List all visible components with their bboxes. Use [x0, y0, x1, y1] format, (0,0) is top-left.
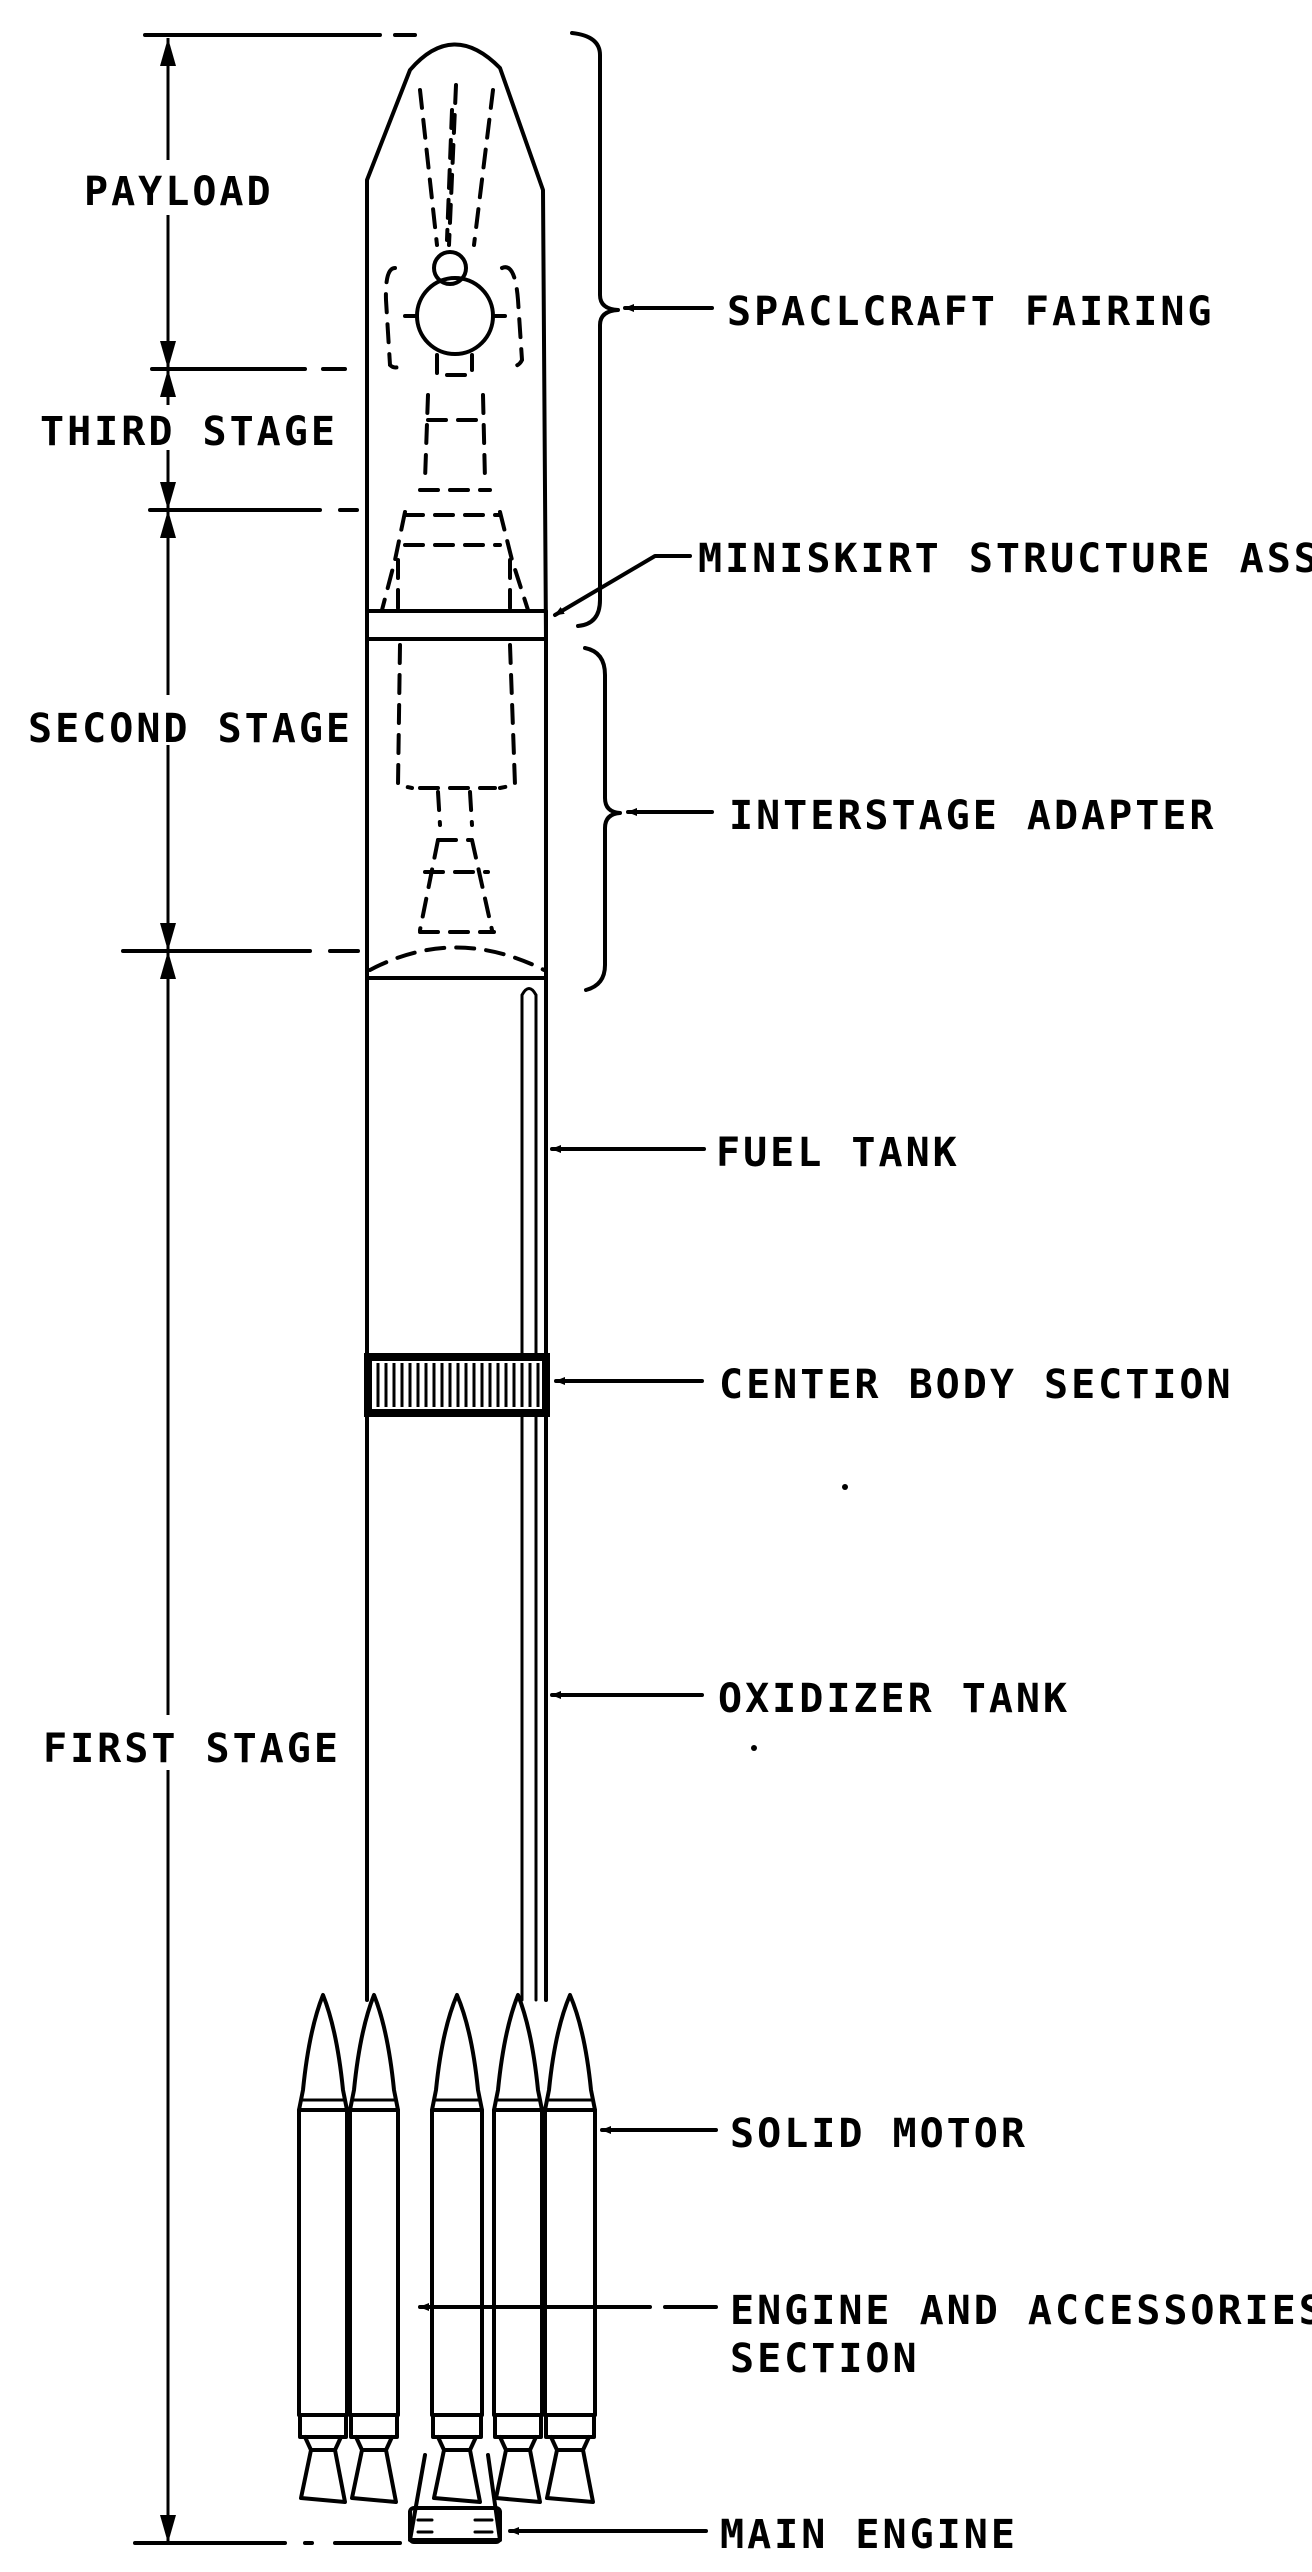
engine-accessories-label-line2: SECTION — [730, 2336, 920, 2382]
first-stage-label: FIRST STAGE — [43, 1726, 341, 1772]
callout-arrows — [420, 304, 718, 2535]
stage-dimension-line — [121, 33, 417, 2545]
main-engine — [408, 2453, 502, 2544]
dimension-arrow — [160, 510, 176, 538]
solid-motors — [297, 1993, 597, 2504]
spacecraft-fairing — [365, 42, 548, 642]
solid-motor — [348, 1993, 400, 2504]
dimension-arrow — [160, 369, 176, 397]
solid-motor — [492, 1993, 544, 2504]
fairing-brace — [570, 31, 620, 628]
dimension-arrow — [160, 2515, 176, 2543]
oxidizer-tank-label: OXIDIZER TANK — [718, 1676, 1070, 1722]
first-stage-body — [365, 976, 548, 2002]
interstage-adapter-label: INTERSTAGE ADAPTER — [729, 793, 1216, 839]
interstage-brace — [583, 646, 622, 992]
solid-motor-label: SOLID MOTOR — [730, 2111, 1028, 2157]
scan-speck — [842, 1484, 848, 1490]
dimension-arrow — [160, 341, 176, 369]
third-stage-label: THIRD STAGE — [40, 409, 338, 455]
solid-motor — [543, 1993, 597, 2504]
main-engine-label: MAIN ENGINE — [720, 2512, 1018, 2558]
miniskirt-structure — [365, 609, 548, 641]
scan-speck — [751, 1745, 757, 1751]
spacecraft-fairing-label: SPACLCRAFT FAIRING — [727, 289, 1214, 335]
center-body-section-label: CENTER BODY SECTION — [719, 1362, 1234, 1408]
solid-motor — [297, 1993, 349, 2504]
second-stage-label: SECOND STAGE — [28, 706, 353, 752]
second-stage-section — [365, 637, 548, 980]
dimension-arrow — [160, 923, 176, 951]
center-body-section — [364, 1353, 550, 1417]
dimension-arrow — [160, 38, 176, 66]
dimension-arrow — [160, 951, 176, 979]
payload-label: PAYLOAD — [84, 169, 274, 215]
solid-motor — [430, 1993, 484, 2504]
dimension-arrow — [160, 482, 176, 510]
fuel-tank-label: FUEL TANK — [716, 1130, 960, 1176]
engine-accessories-label: ENGINE AND ACCESSORIES — [730, 2288, 1312, 2334]
miniskirt-label: MINISKIRT STRUCTURE ASSY — [698, 536, 1312, 582]
